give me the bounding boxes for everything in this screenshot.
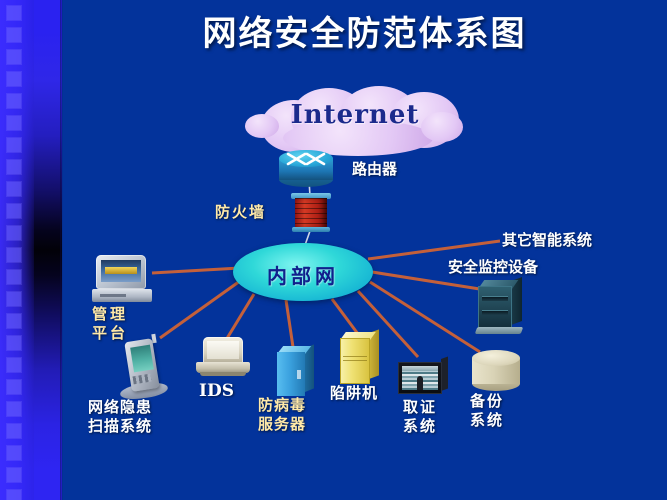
strip-square [7,248,21,262]
honeypot-label: 陷阱机 [330,384,379,402]
router-icon [279,150,333,187]
router-label: 路由器 [352,160,398,178]
tower-drive-slot [297,370,301,379]
strip-edge-shadow [60,0,63,500]
storage-cylinder-icon [472,350,520,392]
firewall-base-plate [292,227,330,232]
wire-intranet-other-systems [367,239,501,261]
wire-intranet-antivirus [284,299,295,348]
forensics-figure [417,376,423,390]
strip-square [7,204,21,218]
strip-square [7,138,21,152]
strip-square [7,380,21,394]
trap-seam [343,360,367,361]
laptop-icon [196,337,250,379]
page-title: 网络安全防范体系图 [202,14,527,54]
intranet-label: 内部网 [267,264,339,288]
cylinder-top [472,350,520,366]
firewall-brick-wall [295,198,327,228]
monitor-box-front [478,286,512,330]
wire-intranet-honeypot [330,298,360,335]
internet-label: Internet [290,100,420,130]
yellow-box-icon [340,329,380,384]
cloud-puff [245,114,279,138]
laptop-foot [200,372,246,376]
drive-slot [100,294,126,297]
forensics-device-icon [398,356,448,396]
trap-front-panel [340,338,370,384]
screen-content-bar [105,267,137,274]
laptop-screen [207,341,239,359]
trap-seam [343,356,367,357]
router-arrows-icon [286,152,326,166]
firewall-icon [291,193,331,233]
pda-screen [130,344,154,373]
strip-square [7,182,21,196]
strip-square [7,292,21,306]
strip-square [7,226,21,240]
ids-label: IDS [199,381,234,401]
handheld-pda-icon [118,333,170,402]
strip-square [7,28,21,42]
wire-intranet-backup [369,280,481,354]
wire-intranet-management [151,266,241,275]
cloud-puff [421,112,463,142]
monitor-box-base [474,327,524,334]
internet-cloud-shape [243,86,467,158]
wire-intranet-ids [224,293,256,341]
other-intelligent-systems-label: 其它智能系统 [502,231,593,249]
strip-square [7,94,21,108]
left-decorative-strip [0,0,62,500]
strip-square [7,402,21,416]
vulnerability-scanner-label: 网络隐患 扫描系统 [88,398,153,435]
monitor-box-vent [482,310,508,315]
forensics-system-label: 取证 系统 [403,398,438,435]
strip-square [7,160,21,174]
firewall-label: 防火墙 [215,203,267,221]
strip-square [7,424,21,438]
monitoring-box-icon [474,276,524,334]
security-monitoring-label: 安全监控设备 [448,258,539,276]
firewall-top-plate [291,193,331,199]
strip-square [7,6,21,20]
backup-system-label: 备份 系统 [470,392,505,429]
server-tower-icon [277,344,315,396]
strip-square [7,468,21,482]
strip-square [7,446,21,460]
strip-square [7,116,21,130]
management-platform-label: 管理 平台 [92,305,129,342]
strip-square [7,358,21,372]
strip-square [7,490,21,500]
strip-square [7,336,21,350]
forensics-top-bar [402,366,438,371]
antivirus-server-label: 防病毒 服务器 [258,396,307,433]
intranet-ellipse [233,243,373,301]
strip-square [7,72,21,86]
strip-square [7,270,21,284]
forensics-side-panel [441,356,448,391]
desktop-computer-icon [92,255,154,307]
laptop-keyboard-base [196,362,250,373]
monitor-box-vent [482,296,508,301]
wire-intranet-scanner [159,279,241,340]
strip-square [7,314,21,328]
strip-square [7,50,21,64]
